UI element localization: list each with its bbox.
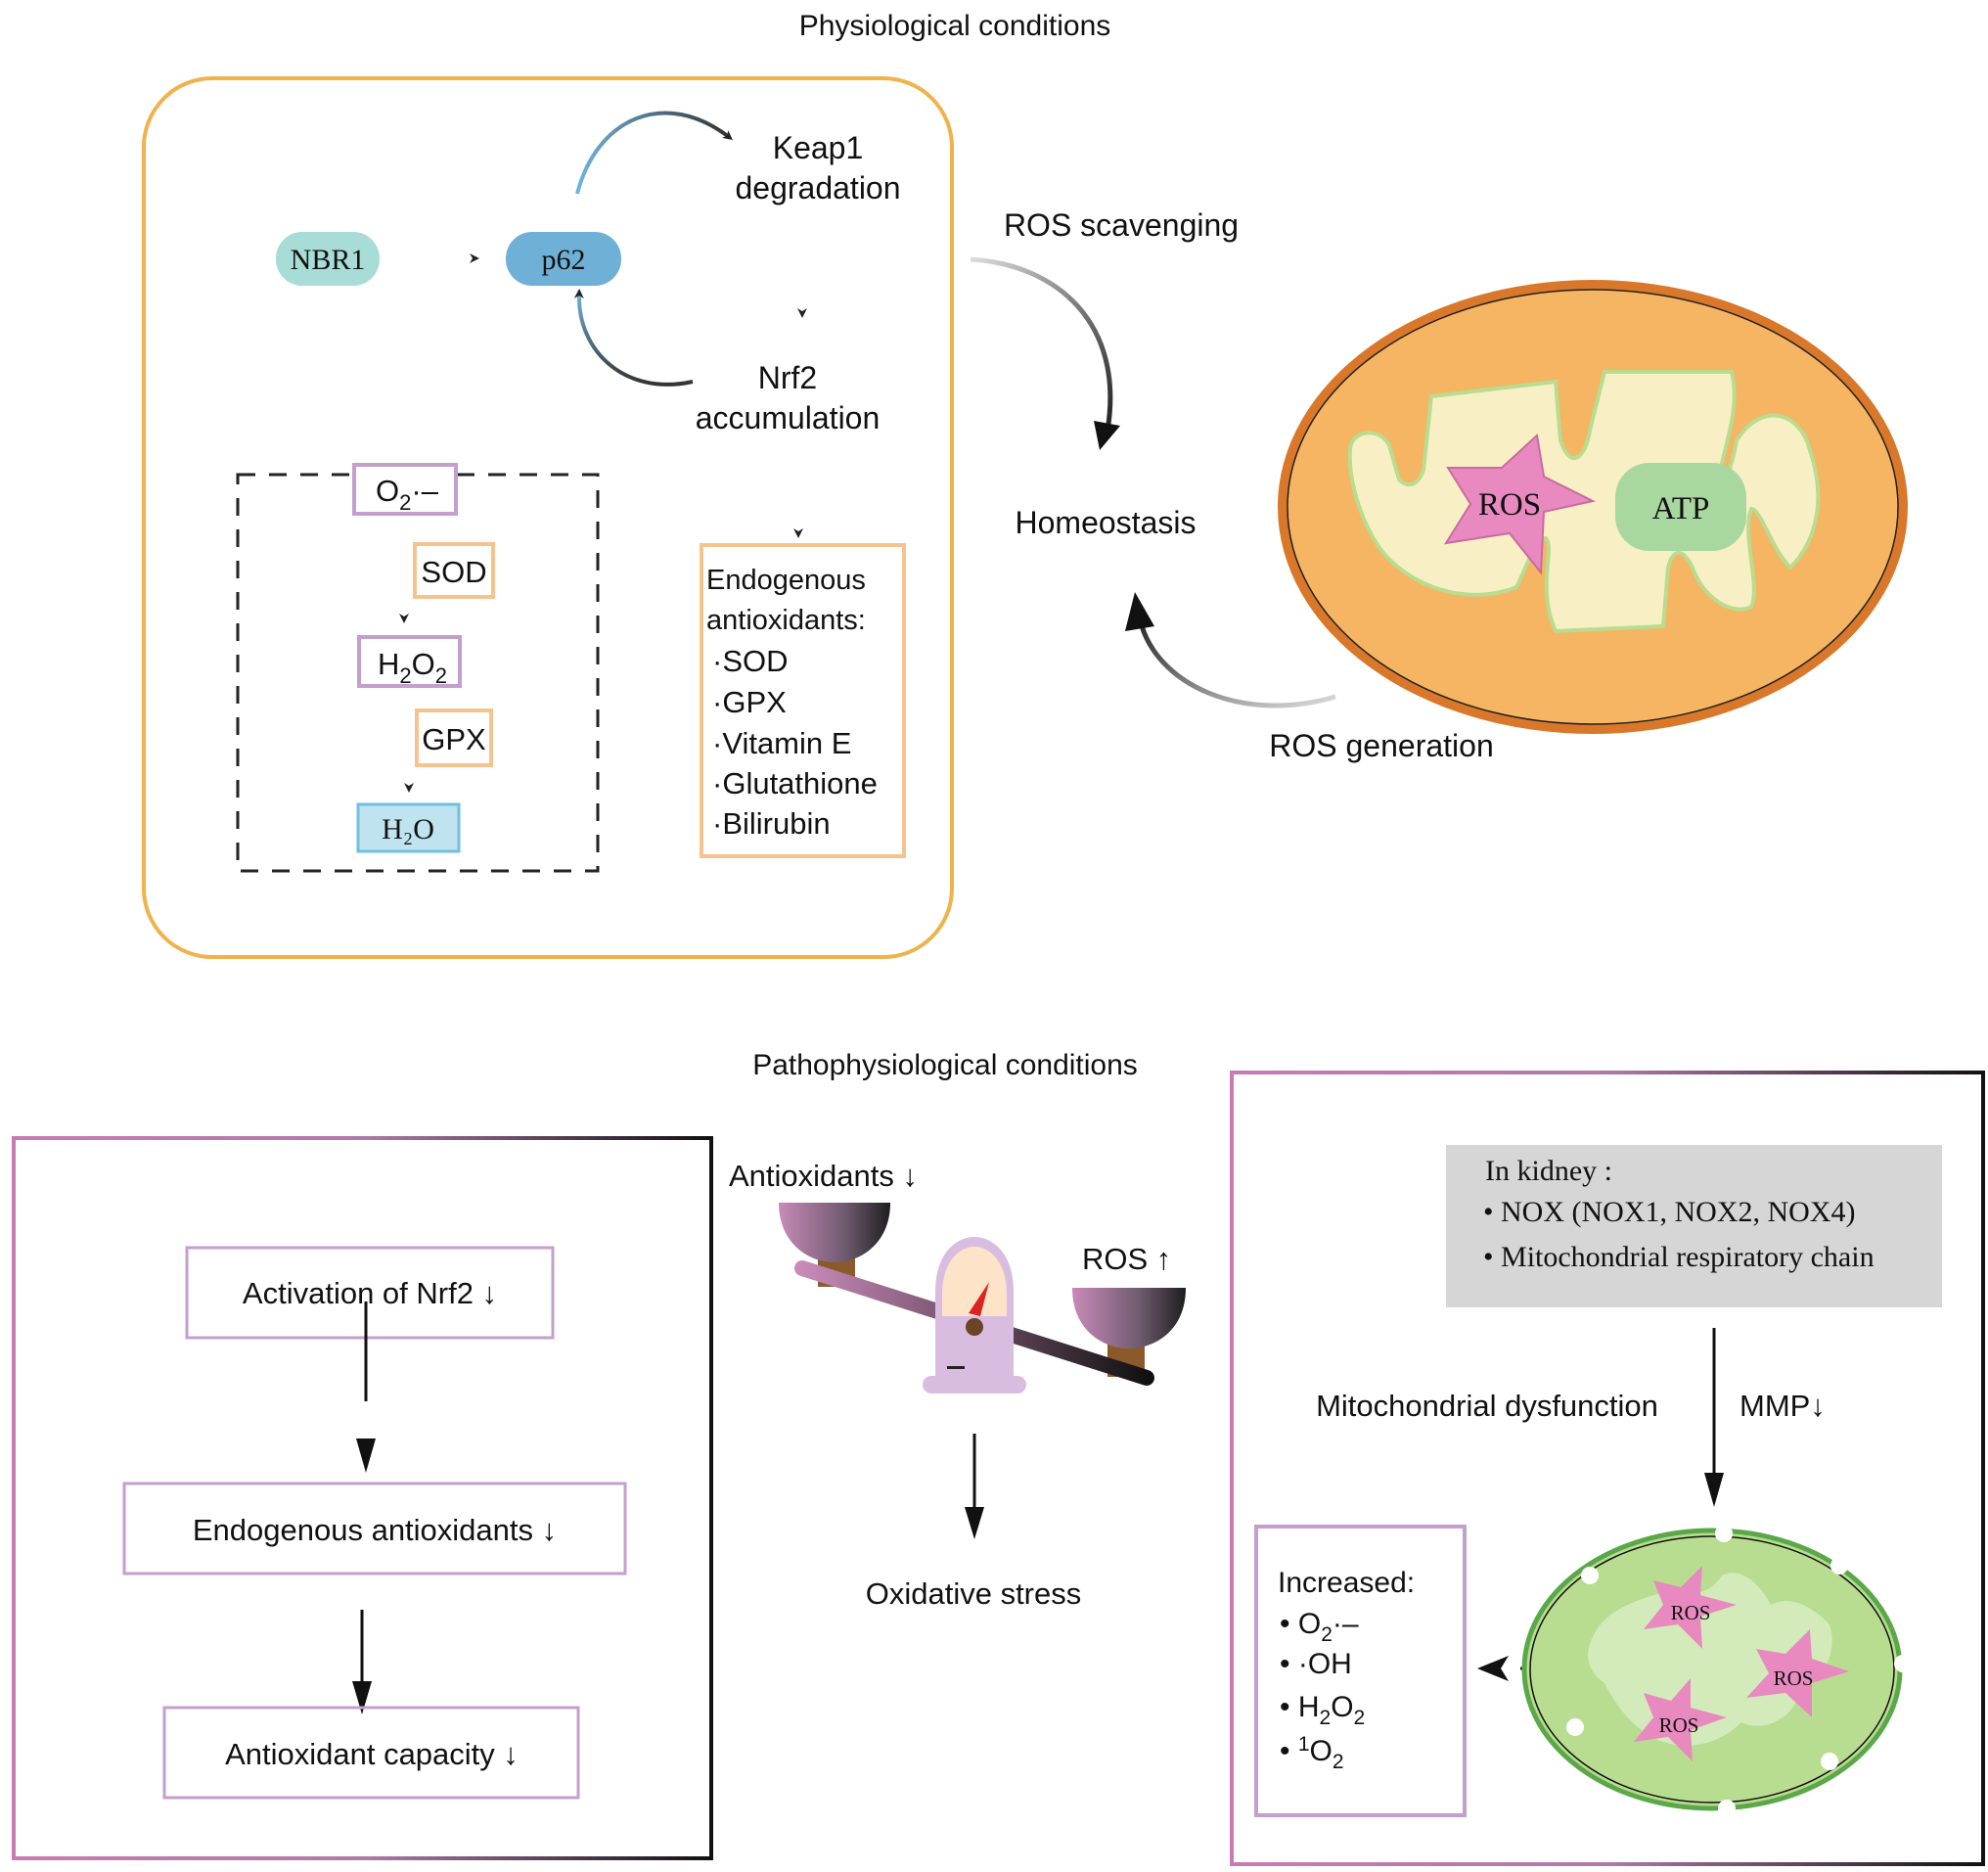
water-label: H₂O [382,813,434,845]
antioxidants-decrease-label: Antioxidants ↓ [729,1159,918,1193]
h2o2-box [357,635,462,688]
arrowhead-icon [356,1438,376,1473]
arrowhead-icon [1704,1473,1724,1507]
gpx-enzyme-label: GPX [422,722,486,756]
antioxidants-heading-line2: antioxidants: [706,605,866,636]
nbr1-label: NBR1 [291,244,366,276]
endogenous-antioxidants-label: Endogenous antioxidants ↓ [193,1513,557,1547]
kidney-sources-box [1446,1145,1942,1307]
nrf2-label-line2: accumulation [696,400,881,435]
bottom-section-title: Pathophysiological conditions [752,1049,1138,1081]
increased-heading: Increased: [1278,1567,1415,1599]
ros-scavenging-arrowhead [1094,421,1120,450]
arrowhead-icon [1477,1656,1509,1681]
kidney-heading: In kidney : [1485,1155,1612,1187]
nrf2-activation-label: Activation of Nrf2 ↓ [243,1276,497,1310]
ros-label: ROS [1774,1667,1814,1690]
ros-generation-label: ROS generation [1269,728,1493,763]
antioxidant-item: ·Vitamin E [712,726,851,760]
nrf2-to-p62-arrow [573,289,694,387]
p62-label: p62 [542,244,586,276]
increased-item: • 1O2 [1280,1733,1344,1773]
physiological-frame [142,76,954,959]
antioxidant-item: ·SOD [712,644,789,678]
ros-star-icon [1746,1629,1849,1717]
endogenous-antioxidants-box [122,1482,627,1575]
antioxidant-item: ·GPX [712,685,787,719]
antioxidant-list: ·SOD ·GPX ·Vitamin E ·Glutathione ·Bilir… [712,644,878,841]
kidney-source-item: • Mitochondrial respiratory chain [1483,1241,1875,1273]
ros-star-icon [1634,1678,1727,1761]
increased-item: • O2·– [1280,1608,1359,1646]
antioxidant-capacity-label: Antioxidant capacity ↓ [225,1737,519,1771]
keap1-label-line2: degradation [735,170,900,205]
atp-label: ATP [1652,491,1710,526]
sod-enzyme-box [413,542,495,599]
antioxidant-capacity-box [162,1706,580,1800]
p62-node [506,232,621,286]
oxidative-stress-label: Oxidative stress [866,1576,1082,1611]
nrf2-activation-box [185,1246,555,1340]
sod-enzyme-label: SOD [421,555,486,589]
antioxidant-item: ·Glutathione [712,766,878,800]
p62-to-keap1-arrow [575,111,733,195]
ros-label: ROS [1478,487,1541,523]
arrowhead-icon [352,1681,372,1714]
ros-scavenging-arrow [970,256,1113,432]
arrowhead-icon [965,1507,984,1539]
ros-star-icon [1443,434,1596,575]
top-section-title: Physiological conditions [799,10,1111,42]
antioxidants-box [700,543,906,858]
keap1-label-line1: Keap1 [773,130,864,165]
increased-ros-box [1254,1525,1467,1817]
right-pathology-frame [1230,1071,1985,1866]
superoxide-box [352,463,458,516]
homeostasis-label: Homeostasis [1016,505,1197,540]
superoxide-label: O2·– [376,474,439,515]
antioxidant-item: ·Bilirubin [712,806,831,841]
ros-scavenging-label: ROS scavenging [1004,207,1239,243]
gpx-enzyme-box [415,708,493,767]
nrf2-label-line1: Nrf2 [758,360,817,395]
nbr1-node [276,232,380,286]
ros-generation-arrow [1137,617,1336,708]
kidney-source-item: • NOX (NOX1, NOX2, NOX4) [1483,1196,1855,1228]
ros-star-icon [1644,1566,1737,1649]
h2o2-label: H2O2 [378,647,447,688]
balance-scale-icon [779,1203,1186,1393]
damaged-mitochondrion: ROS ROS ROS [1521,1525,1912,1817]
ros-generation-arrowhead [1125,592,1154,631]
left-pathology-frame [12,1136,713,1860]
ros-label: ROS [1671,1601,1711,1624]
antioxidants-heading-line1: Endogenous [706,565,866,596]
ros-label: ROS [1659,1713,1699,1737]
increased-item: • ·OH [1280,1648,1352,1680]
mmp-decrease-label: MMP↓ [1740,1389,1826,1423]
atp-node [1615,463,1746,551]
ros-increase-label: ROS ↑ [1082,1242,1171,1276]
healthy-mitochondrion: ROS ATP [1278,280,1908,734]
water-box [356,802,461,853]
increased-item: • H2O2 [1280,1691,1365,1729]
mito-dysfunction-label: Mitochondrial dysfunction [1316,1389,1658,1423]
